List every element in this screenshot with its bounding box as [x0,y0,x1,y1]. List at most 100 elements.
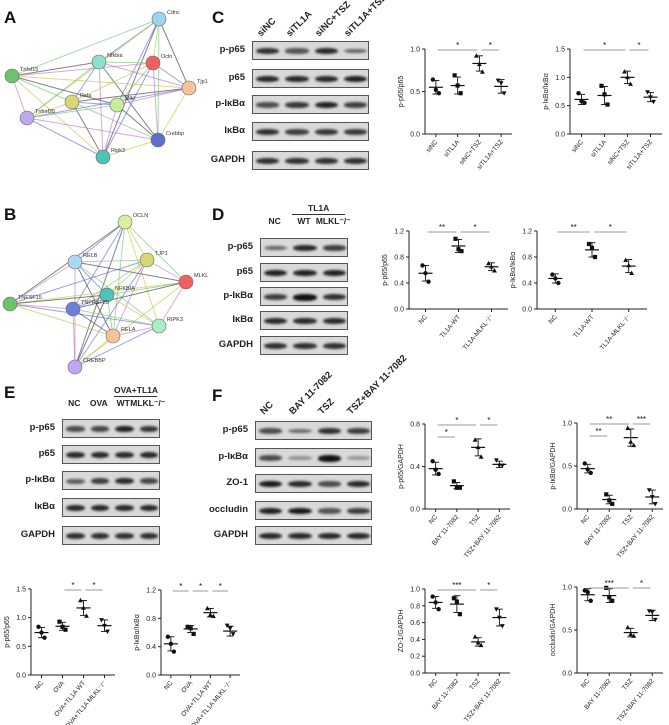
y-tick-label: 0.5 [16,644,26,651]
data-point [99,618,104,623]
y-axis-label: p-p65/GAPDH [398,444,405,489]
network-edge [71,87,190,103]
blot-row-label: p-IκBα [25,474,55,485]
blot-strip [255,421,372,440]
blot-band [66,478,85,484]
data-point [605,102,610,107]
node-label: OCLN [133,213,148,219]
data-point [492,268,497,273]
significance-label: * [455,416,458,425]
significance-label: * [609,223,612,232]
data-point [599,83,604,88]
x-tick-label: TSZ [468,678,481,692]
network-edge [158,18,190,89]
data-point [652,502,658,507]
significance-label: * [640,579,643,588]
network-edge [152,18,160,64]
data-point [493,458,499,463]
y-tick-label: 1.5 [16,587,26,594]
blot-band [317,508,341,514]
data-point [478,454,484,459]
network-edge [26,104,118,119]
data-point [453,236,458,241]
network-edge [98,61,190,89]
blot-row-label: GAPDH [218,339,253,350]
network-edge [74,325,160,368]
data-point [622,69,627,74]
network-node [91,54,107,70]
data-point [550,272,555,277]
data-point [610,598,615,603]
network-edge [11,18,160,77]
data-point [102,623,107,629]
blot-row-label: p-p65 [219,44,245,55]
blot-row-label: GAPDH [213,529,248,540]
network-node [178,274,194,290]
network-edge [74,259,148,368]
y-tick-label: 1.2 [146,588,156,595]
data-point [430,594,435,599]
network-edge [71,101,159,141]
network-edge [9,261,76,305]
network-edge [72,308,76,368]
network-edge [26,101,73,119]
y-tick-label: 0.5 [562,628,572,635]
blot-band [343,48,367,54]
network-node [151,318,167,334]
y-tick-label: 0.4 [522,281,532,288]
y-tick-label: 0.0 [562,671,572,678]
network-node [139,252,155,268]
blot-band [322,293,346,301]
data-point [585,589,590,595]
blot-band [115,425,134,433]
network-edge [74,261,114,337]
data-point [36,624,41,630]
blot-row-label: ZO-1 [226,477,248,488]
group-header: OVA+TL1A [114,385,159,395]
network-edge [11,75,118,106]
data-point [165,634,171,639]
data-point [168,641,174,647]
network-node [95,149,111,165]
blot-band [293,317,317,325]
network-node [105,328,121,344]
y-tick-label: 0.0 [555,132,565,139]
x-tick-label: TL1A-WT [439,314,462,340]
y-tick-label: 0.8 [410,422,420,429]
data-point [651,99,656,105]
blot-strip [260,238,348,257]
network-edge [26,117,104,158]
panel-letter-b: B [4,205,17,224]
blot-strip [260,287,348,306]
network-edge [74,221,126,263]
network-node [109,97,125,113]
x-tick-label: NC [580,678,592,690]
data-point [60,624,65,629]
blot-band [115,477,134,485]
data-point [420,263,425,268]
x-tick-label: TSZ+BAY 11-7082 [463,678,503,724]
data-point [458,91,463,96]
blot-row-label: p-IκBα [215,98,245,109]
blot-band [90,426,109,432]
y-tick-label: 1.0 [410,47,420,54]
network-edge [26,117,159,141]
node-label: Nfkbia [107,53,124,59]
blot-band [285,75,309,83]
network-edge [11,62,154,77]
data-point [588,598,593,603]
data-point [57,619,62,624]
node-label: MLKL [194,273,208,279]
x-tick-label: TSZ+BAY 11-7082 [616,514,656,560]
data-point [191,631,196,637]
y-tick-label: 0.0 [410,507,420,514]
data-point [224,623,230,629]
blot-band [285,48,309,54]
network-edge [72,281,187,310]
x-tick-label: NC [547,314,559,326]
blot-band [346,428,370,434]
blot-row-label: p65 [228,72,245,83]
data-point [210,613,216,619]
